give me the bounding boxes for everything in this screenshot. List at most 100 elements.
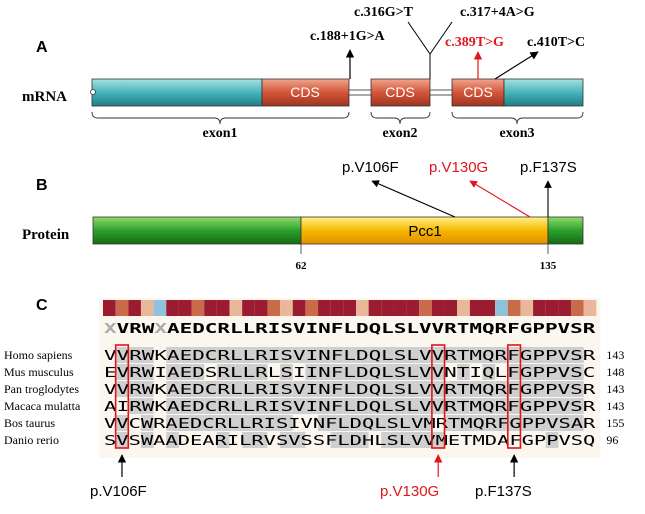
- shade-cell: [204, 381, 217, 397]
- species-sequence: VVRWKAEDCRLLRISVINFLDQLSLVVRTMQRFGPPVSR: [104, 383, 596, 398]
- shade-cell: [115, 415, 129, 431]
- exon2-cds-label: CDS: [385, 84, 415, 100]
- shade-cell: [571, 398, 584, 414]
- conservation-cell: [533, 300, 546, 316]
- shade-cell: [368, 347, 382, 363]
- shade-cell: [343, 432, 356, 448]
- shade-cell: [368, 381, 382, 397]
- exon2-cds: [370, 78, 431, 107]
- species-sequence: AIRWKAEDCRLLRISVINFLDQLSLVVRTMQRFGPPVSR: [104, 400, 596, 415]
- shade-cell: [254, 381, 268, 397]
- exon1-brace: [91, 111, 350, 125]
- conservation-cell: [153, 300, 167, 316]
- exon1-cds-label: CDS: [290, 84, 320, 100]
- p-f137s-label: p.F137S: [520, 159, 577, 176]
- conservation-cell: [280, 300, 293, 316]
- conservation-cell: [292, 300, 306, 316]
- shade-cell: [115, 347, 129, 363]
- shade-cell: [292, 381, 306, 397]
- shade-cell: [558, 415, 572, 431]
- shade-cell: [305, 398, 319, 414]
- shade-cell: [166, 381, 179, 397]
- shade-cell: [393, 432, 407, 448]
- conservation-cell: [520, 300, 534, 316]
- shade-cell: [368, 398, 382, 414]
- mutation-box: [431, 344, 446, 449]
- shade-cell: [444, 415, 458, 431]
- p-v106f-label: p.V106F: [342, 159, 399, 176]
- shade-cell: [444, 381, 458, 397]
- conservation-cell: [381, 300, 394, 316]
- shade-cell: [571, 381, 584, 397]
- conservation-cell: [368, 300, 382, 316]
- shade-cell: [254, 364, 268, 380]
- conservation-cell: [431, 300, 445, 316]
- shade-cell: [469, 398, 483, 414]
- species-end-position: 96: [606, 433, 618, 447]
- shade-cell: [457, 415, 470, 431]
- species-sequence: EVRWIAEDSRLLRLSIINFLDQLSLVVNTIQLFGPPVSC: [104, 366, 595, 381]
- shade-cell: [545, 432, 559, 448]
- species-sequence: VVRWKAEDCRLLRISVINFLDQLSLVVRTMQRFGPPVSR: [104, 349, 596, 364]
- protein-n-term: [92, 216, 302, 245]
- shade-cell: [229, 415, 243, 431]
- conservation-cell: [305, 300, 319, 316]
- shade-cell: [558, 364, 572, 380]
- shade-cell: [431, 364, 445, 380]
- shade-cell: [533, 364, 546, 380]
- shade-cell: [507, 415, 521, 431]
- shade-cell: [495, 381, 508, 397]
- shade-cell: [280, 347, 293, 363]
- shade-cell: [280, 381, 293, 397]
- shade-cell: [533, 347, 546, 363]
- shade-cell: [115, 381, 129, 397]
- conservation-cell: [507, 300, 521, 316]
- shade-cell: [431, 398, 445, 414]
- shade-cell: [431, 381, 445, 397]
- shade-cell: [267, 381, 281, 397]
- mrna-row-label: mRNA: [22, 89, 67, 105]
- shade-cell: [166, 364, 179, 380]
- shade-cell: [330, 398, 344, 414]
- shade-cell: [191, 398, 205, 414]
- shade-cell: [280, 364, 293, 380]
- conservation-cell: [103, 300, 116, 316]
- shade-cell: [368, 415, 382, 431]
- conservation-cell: [229, 300, 243, 316]
- shade-cell: [444, 347, 458, 363]
- shade-cell: [545, 415, 559, 431]
- shade-cell: [469, 415, 483, 431]
- shade-cell: [545, 347, 559, 363]
- shade-cell: [292, 432, 306, 448]
- shade-cell: [254, 347, 268, 363]
- shade-cell: [343, 415, 356, 431]
- mut-c316-label: c.316G>T: [354, 5, 414, 20]
- shade-cell: [191, 381, 205, 397]
- conservation-cell: [583, 300, 597, 316]
- conservation-cell: [166, 300, 179, 316]
- shade-cell: [229, 364, 243, 380]
- protein-row-label: Protein: [22, 227, 70, 243]
- shade-cell: [242, 364, 255, 380]
- shade-cell: [216, 347, 230, 363]
- conservation-cell: [330, 300, 344, 316]
- shade-cell: [482, 364, 496, 380]
- mutation-label: p.F137S: [475, 483, 532, 500]
- shade-cell: [166, 432, 179, 448]
- species-name: Danio rerio: [4, 433, 59, 447]
- shade-cell: [457, 347, 470, 363]
- conservation-cell: [191, 300, 205, 316]
- shade-cell: [381, 398, 394, 414]
- shade-cell: [469, 347, 483, 363]
- shade-cell: [507, 347, 521, 363]
- conservation-cell: [204, 300, 217, 316]
- shade-cell: [571, 415, 584, 431]
- shade-cell: [330, 364, 344, 380]
- shade-cell: [178, 398, 192, 414]
- p-v106f-arrow: [371, 180, 456, 218]
- shade-cell: [115, 432, 129, 448]
- shade-cell: [318, 347, 331, 363]
- shade-cell: [178, 381, 192, 397]
- shade-cell: [242, 381, 255, 397]
